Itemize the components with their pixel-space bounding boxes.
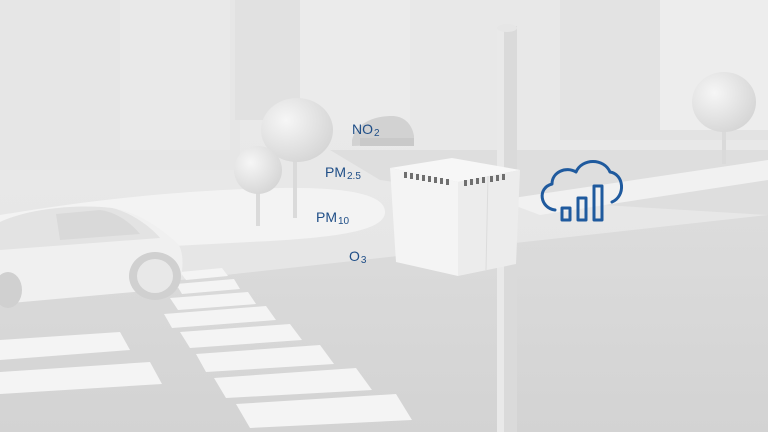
cloud-data-icon — [540, 160, 623, 222]
sidewalk-right — [500, 160, 768, 215]
far-car — [352, 116, 414, 146]
pollutant-o3: O3 — [349, 248, 367, 266]
air-quality-sensor — [390, 158, 520, 276]
pollutant-no2: NO2 — [352, 121, 380, 139]
pollutant-pm10: PM10 — [316, 209, 350, 227]
crosswalk — [0, 268, 412, 428]
near-car — [0, 206, 183, 308]
road — [0, 215, 768, 432]
tree-small — [234, 146, 282, 226]
pollutant-pm25: PM2.5 — [325, 164, 361, 182]
tree-large — [261, 98, 333, 218]
tree-right — [692, 72, 756, 164]
